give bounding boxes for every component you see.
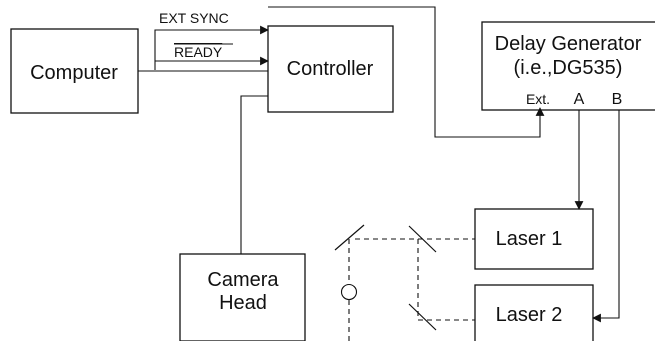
ext-sync-label: EXT SYNC bbox=[159, 10, 229, 26]
sample-circle bbox=[340, 283, 358, 301]
laser1-label: Laser 1 bbox=[496, 228, 563, 250]
mirror-left bbox=[334, 224, 365, 251]
laser2-label: Laser 2 bbox=[496, 304, 563, 326]
controller-camera-link bbox=[240, 95, 268, 254]
ready-label: READY bbox=[174, 44, 223, 60]
controller-label: Controller bbox=[287, 58, 374, 80]
laser1-block bbox=[474, 208, 594, 270]
mirror-upper-right bbox=[408, 225, 437, 253]
port-a-label: A bbox=[574, 91, 585, 108]
controller-block bbox=[267, 25, 394, 113]
computer-block bbox=[10, 28, 139, 114]
mirror-lower-right bbox=[408, 303, 437, 331]
camera-head-label-line2: Head bbox=[219, 292, 267, 314]
port-b-label: B bbox=[612, 91, 623, 108]
camera-head-label-line1: Camera bbox=[207, 269, 279, 291]
delay-generator-title: Delay Generator bbox=[495, 33, 642, 55]
ext-sync-line bbox=[154, 25, 269, 70]
camera-head-block bbox=[179, 253, 306, 341]
delay-generator-subtitle: (i.e.,DG535) bbox=[514, 57, 623, 79]
controller-delay-sync-line bbox=[268, 6, 545, 138]
port-ext-label: Ext. bbox=[526, 91, 550, 107]
delay-generator-block bbox=[481, 21, 655, 111]
b-output-line bbox=[592, 110, 620, 323]
computer-label: Computer bbox=[30, 62, 118, 84]
